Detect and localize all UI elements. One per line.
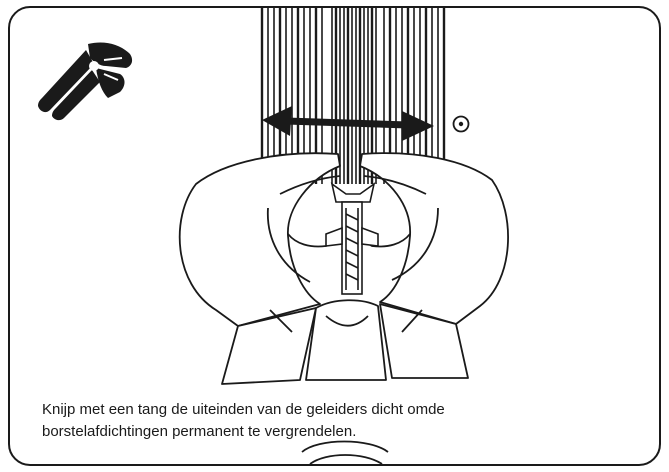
caption-line-1: Knijp met een tang de uiteinden van de g… — [42, 401, 445, 418]
pliers-jaws — [178, 152, 509, 327]
conductor-clip — [325, 182, 379, 295]
pliers-icon — [38, 42, 133, 121]
instruction-caption: Knijp met een tang de uiteinden van de g… — [42, 399, 642, 443]
pliers-handles — [221, 299, 469, 464]
circle-dot-icon — [452, 115, 470, 133]
double-arrow — [262, 106, 434, 141]
pliers-crimping-illustration — [178, 8, 509, 464]
caption-line-2: borstelafdichtingen permanent te vergren… — [42, 423, 357, 440]
instruction-card: Knijp met een tang de uiteinden van de g… — [8, 6, 661, 466]
